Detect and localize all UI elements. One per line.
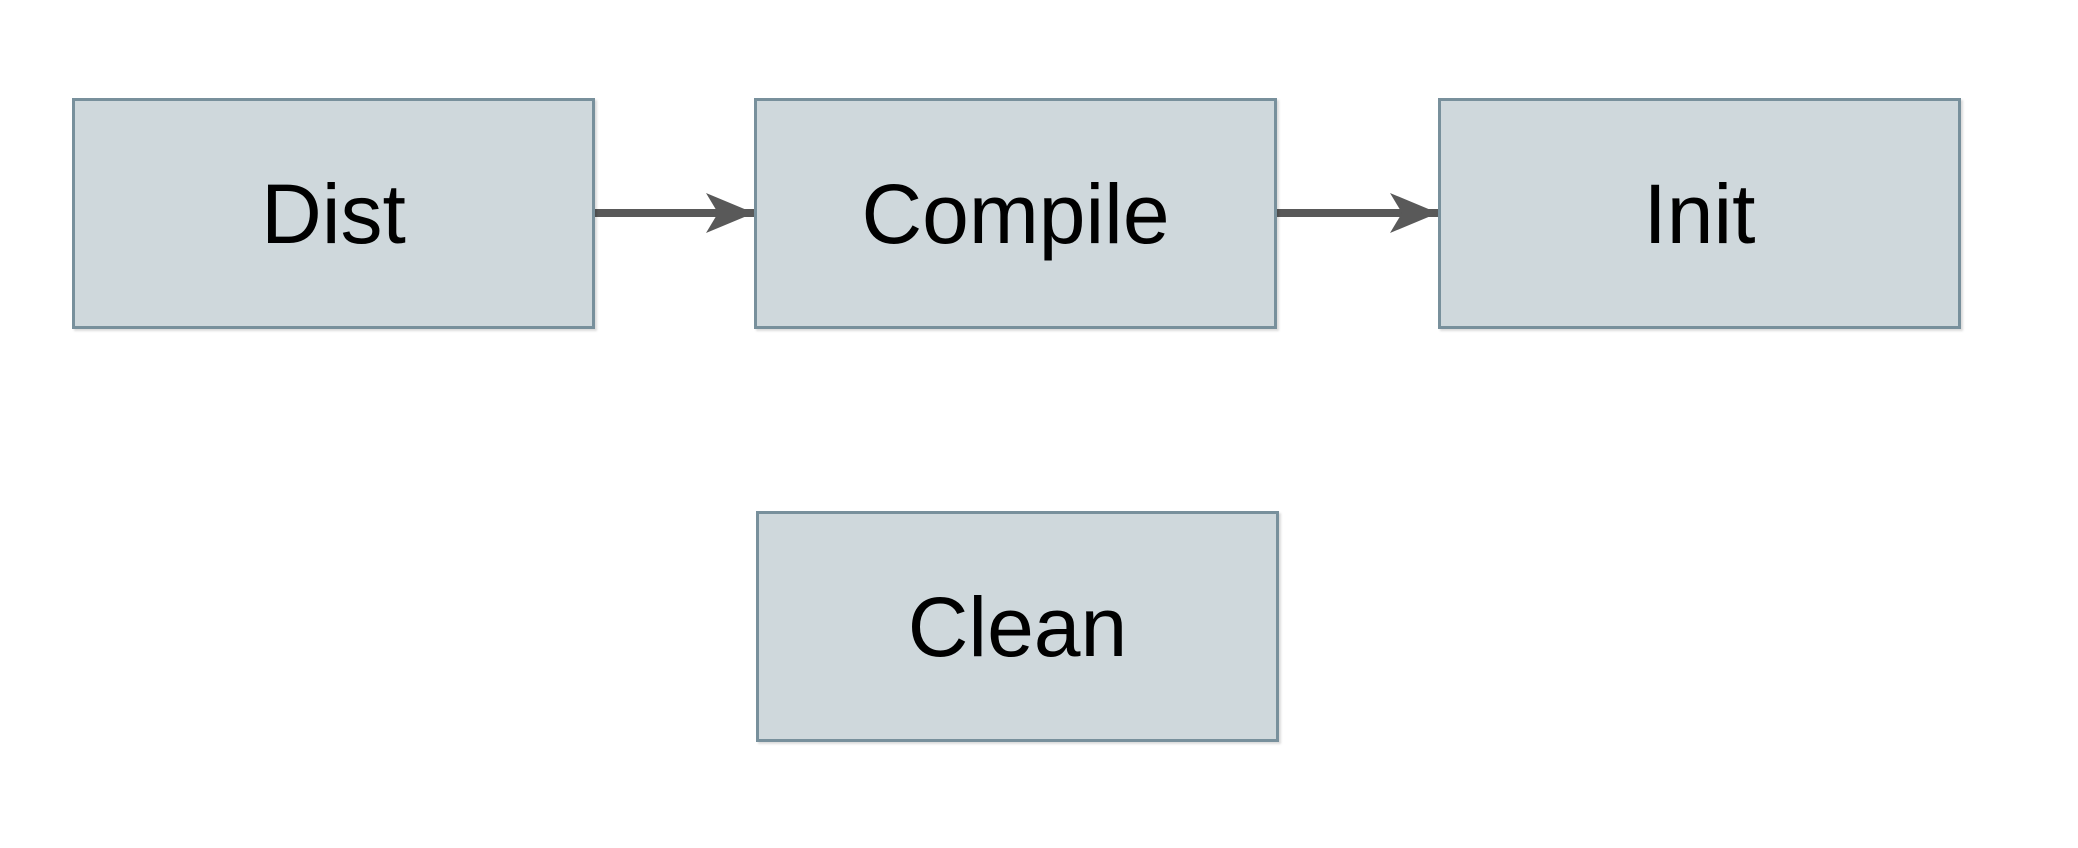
node-clean-label: Clean	[907, 579, 1128, 674]
node-dist[interactable]: Dist	[72, 98, 595, 329]
node-compile-label: Compile	[861, 166, 1170, 261]
node-dist-label: Dist	[261, 166, 406, 261]
node-init[interactable]: Init	[1438, 98, 1961, 329]
node-compile[interactable]: Compile	[754, 98, 1277, 329]
node-clean[interactable]: Clean	[756, 511, 1279, 742]
node-init-label: Init	[1643, 166, 1756, 261]
